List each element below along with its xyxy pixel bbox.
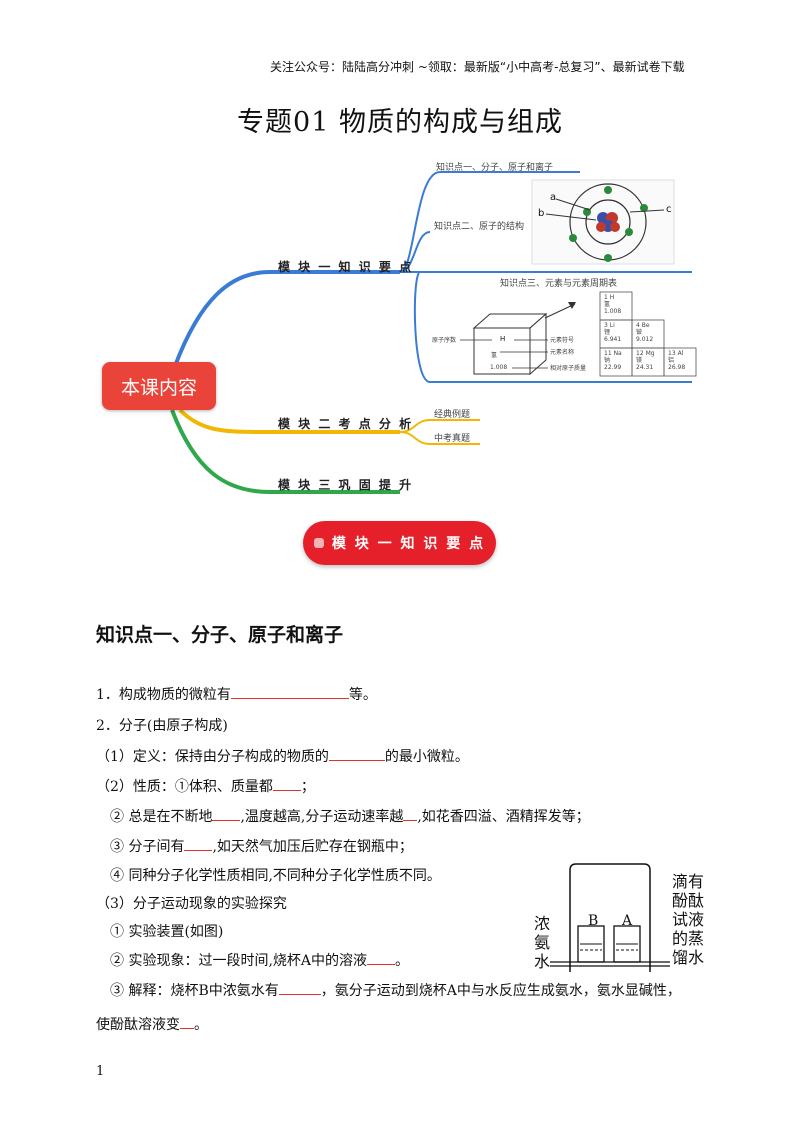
banner-bullet-icon	[313, 538, 324, 548]
element-box-label-number: 原子序数	[432, 337, 457, 344]
blank[interactable]	[328, 746, 385, 761]
leaf-e2-line	[399, 431, 480, 445]
item-2-2: （2）性质：①体积、质量都；	[96, 776, 315, 796]
mindmap-leaf-e2: 中考真题	[434, 434, 471, 444]
element-box-image	[460, 302, 576, 376]
blank[interactable]	[230, 684, 349, 699]
leaf-k1-line	[399, 171, 580, 273]
mindmap-branch-2: 模 块 二 考 点 分 析	[278, 417, 414, 431]
atom-label-c: c	[666, 204, 672, 215]
mindmap-branch-3: 模 块 三 巩 固 提 升	[278, 478, 414, 492]
element-box-label-name: 元素名称	[550, 349, 575, 356]
blank[interactable]	[278, 980, 321, 995]
page-title: 专题01 物质的构成与组成	[237, 107, 563, 138]
item-2-2-b: ② 总是在不断地,温度越高,分子运动速率越,如花香四溢、酒精挥发等；	[110, 806, 590, 826]
leaf-k2-line	[399, 231, 431, 273]
element-box-label-symbol: 元素符号	[550, 337, 575, 344]
blank[interactable]	[272, 776, 301, 791]
atom-label-b: b	[538, 208, 545, 219]
atom-label-a: a	[550, 192, 557, 203]
item-2: 2．分子(由原子构成)	[96, 718, 228, 734]
branch-1-line	[173, 270, 400, 367]
item-2-2-c: ③ 分子间有,如天然气加压后贮存在钢瓶中；	[110, 836, 413, 856]
section-heading: 知识点一、分子、原子和离子	[96, 624, 344, 646]
branch-3-line	[170, 409, 400, 494]
mindmap-leaf-k1: 知识点一、分子、原子和离子	[436, 163, 554, 173]
item-2-2-d: ④ 同种分子化学性质相同,不同种分子化学性质不同。	[110, 868, 441, 884]
ammonia-label: 浓氨水	[534, 914, 551, 971]
atom-model-image	[531, 179, 675, 265]
mindmap-branch-1: 模 块 一 知 识 要 点	[278, 260, 414, 274]
beaker-a-label: A	[622, 913, 633, 929]
branch-2-line	[178, 408, 400, 434]
item-2-1: （1）定义：保持由分子构成的物质的的最小微粒。	[96, 746, 469, 766]
element-box-symbol: H	[500, 335, 506, 343]
item-2-3-b: ② 实验现象：过一段时间,烧杯A中的溶液。	[110, 950, 409, 970]
module-one-banner: 模 块 一 知 识 要 点	[303, 521, 496, 565]
blank[interactable]	[367, 950, 396, 965]
mindmap-leaf-k3: 知识点三、元素与元素周期表	[500, 279, 618, 289]
blank[interactable]	[180, 1014, 194, 1029]
blank[interactable]	[403, 806, 418, 821]
page-number: 1	[96, 1064, 105, 1079]
blank[interactable]	[184, 836, 213, 851]
element-box-label-mass: 相对原子质量	[550, 365, 587, 372]
k3-frame-line	[413, 271, 692, 383]
phenolphthalein-label: 滴有酚酞试液的蒸馏水	[672, 872, 705, 967]
beaker-b-label: B	[588, 913, 599, 929]
periodic-table-image	[599, 291, 697, 377]
module-one-banner-label: 模 块 一 知 识 要 点	[331, 536, 486, 552]
mindmap-diagram	[170, 171, 697, 494]
item-1: 1．构成物质的微粒有等。	[96, 684, 377, 704]
experiment-apparatus-image	[550, 863, 670, 972]
header-note: 关注公众号：陆陆高分冲刺 ~领取：最新版“小中高考-总复习”、最新试卷下载	[270, 60, 685, 74]
item-2-3: （3）分子运动现象的实验探究	[96, 896, 287, 912]
mindmap-center-node: 本课内容	[102, 362, 216, 410]
item-2-3-c: ③ 解释：烧杯B中浓氨水有，氨分子运动到烧杯A中与水反应生成氨水，氨水显碱性，	[110, 980, 681, 1000]
element-box-mass: 1.008	[490, 364, 508, 371]
item-2-3-a: ① 实验装置(如图)	[110, 924, 224, 940]
mindmap-leaf-k2: 知识点二、原子的结构	[434, 222, 525, 232]
element-box-label-name-value: 氢	[491, 352, 498, 359]
item-2-3-c-cont: 使酚酞溶液变。	[96, 1014, 208, 1034]
blank[interactable]	[212, 806, 241, 821]
mindmap-leaf-e1: 经典例题	[434, 410, 471, 420]
